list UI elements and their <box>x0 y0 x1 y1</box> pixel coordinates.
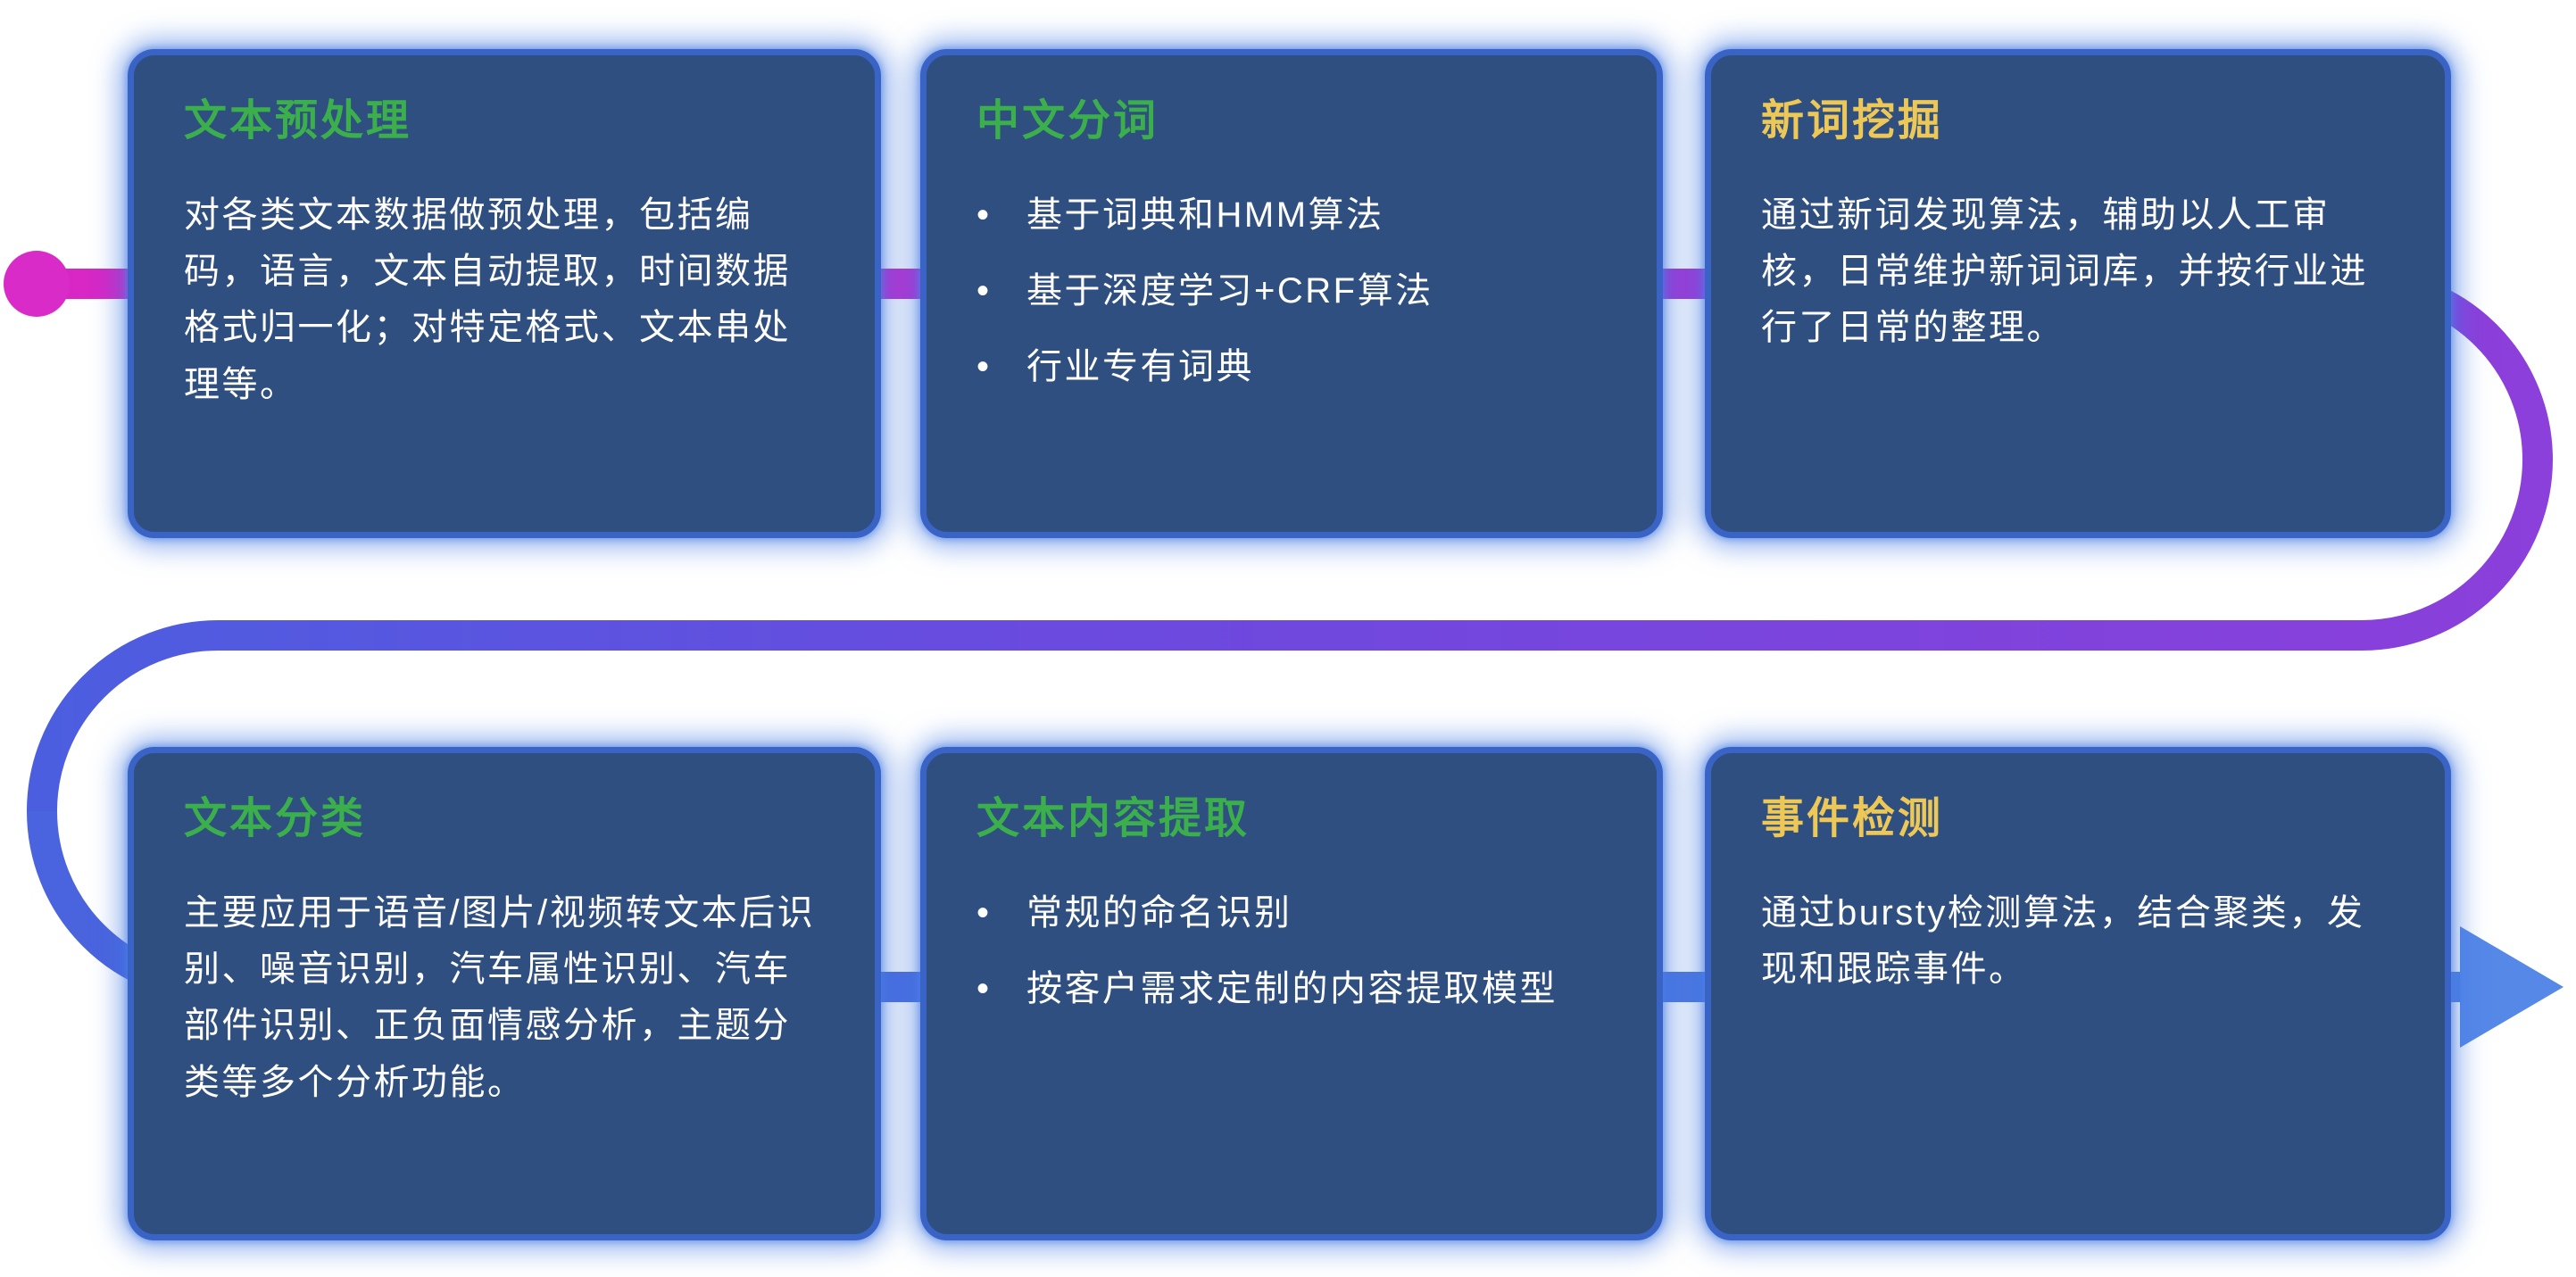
bullet-icon: • <box>976 195 992 235</box>
card-title: 事件检测 <box>1761 795 1944 842</box>
bullet-text: 常规的命名识别 <box>1026 893 1292 933</box>
card-text-content-extraction: 文本内容提取 • 常规的命名识别 • 按客户需求定制的内容提取模型 <box>920 747 1663 1240</box>
card-body: 对各类文本数据做预处理，包括编码，语言，文本自动提取，时间数据格式归一化；对特定… <box>184 195 791 404</box>
card-event-detection: 事件检测 通过bursty检测算法，结合聚类，发现和跟踪事件。 <box>1705 747 2451 1240</box>
card-title: 中文分词 <box>976 97 1159 145</box>
card-new-word-mining: 新词挖掘 通过新词发现算法，辅助以人工审核，日常维护新词词库，并按行业进行了日常… <box>1705 49 2451 538</box>
card-title: 文本预处理 <box>184 97 412 145</box>
card-bullet-list: • 常规的命名识别 • 按客户需求定制的内容提取模型 <box>976 885 1607 1017</box>
card-title: 文本分类 <box>184 795 367 842</box>
card-bullet-list: • 基于词典和HMM算法 • 基于深度学习+CRF算法 • 行业专有词典 <box>976 187 1607 396</box>
card-body: 通过bursty检测算法，结合聚类，发现和跟踪事件。 <box>1761 893 2365 990</box>
bullet-item: • 按客户需求定制的内容提取模型 <box>976 961 1607 1017</box>
bullet-item: • 基于词典和HMM算法 <box>976 187 1607 244</box>
card-body: 主要应用于语音/图片/视频转文本后识别、噪音识别，汽车属性识别、汽车部件识别、正… <box>184 893 816 1102</box>
card-chinese-word-segmentation: 中文分词 • 基于词典和HMM算法 • 基于深度学习+CRF算法 • 行业专有词… <box>920 49 1663 538</box>
bullet-icon: • <box>976 893 992 933</box>
card-body: 通过新词发现算法，辅助以人工审核，日常维护新词词库，并按行业进行了日常的整理。 <box>1761 195 2368 348</box>
card-text-preprocessing: 文本预处理 对各类文本数据做预处理，包括编码，语言，文本自动提取，时间数据格式归… <box>128 49 881 538</box>
bullet-text: 按客户需求定制的内容提取模型 <box>1026 969 1558 1009</box>
flow-start-dot-icon <box>4 251 70 317</box>
bullet-icon: • <box>976 271 992 311</box>
bullet-text: 基于词典和HMM算法 <box>1026 195 1384 235</box>
bullet-icon: • <box>976 347 992 387</box>
bullet-text: 基于深度学习+CRF算法 <box>1026 271 1433 311</box>
card-text-classification: 文本分类 主要应用于语音/图片/视频转文本后识别、噪音识别，汽车属性识别、汽车部… <box>128 747 881 1240</box>
bullet-item: • 常规的命名识别 <box>976 885 1607 941</box>
bullet-icon: • <box>976 969 992 1009</box>
bullet-item: • 基于深度学习+CRF算法 <box>976 263 1607 319</box>
card-title: 新词挖掘 <box>1761 97 1944 145</box>
flow-segment-middle <box>27 459 2553 812</box>
flow-end-arrow-icon <box>2460 926 2564 1048</box>
card-title: 文本内容提取 <box>976 795 1251 842</box>
bullet-item: • 行业专有词典 <box>976 339 1607 395</box>
bullet-text: 行业专有词典 <box>1026 347 1254 387</box>
